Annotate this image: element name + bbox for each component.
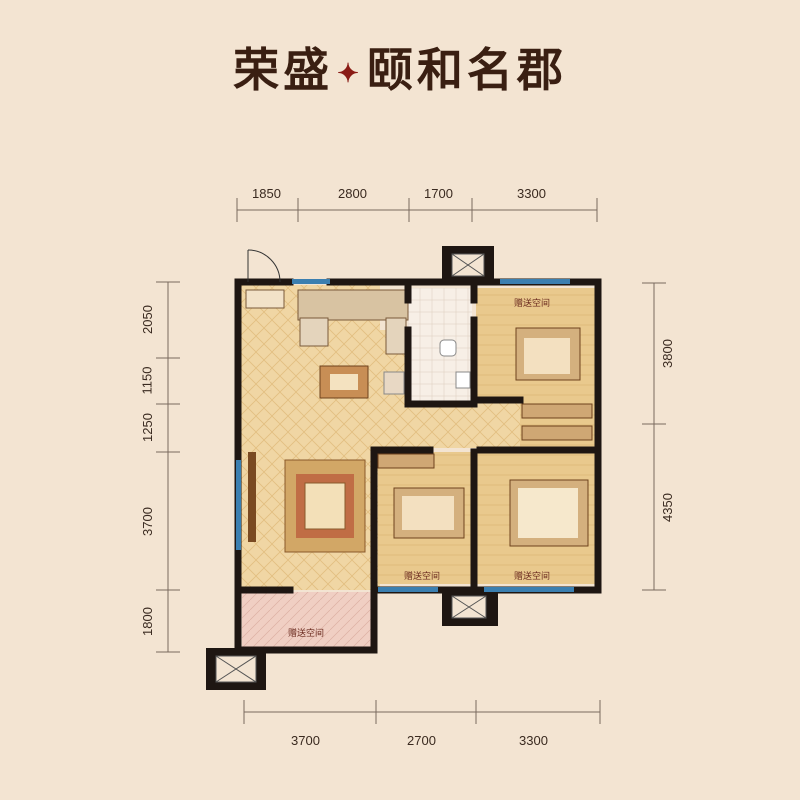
dim-top-1: 1850 <box>252 186 281 201</box>
dim-left-3: 1250 <box>139 413 155 442</box>
dim-bottom-1: 3700 <box>291 733 320 748</box>
dim-left-4: 3700 <box>139 507 155 536</box>
brand-name: 荣盛 <box>233 43 334 97</box>
bed-top <box>515 327 581 381</box>
dim-bottom-3: 3300 <box>519 733 548 748</box>
room-label-bedroom-top: 赠送空间 <box>514 299 551 309</box>
dining-table <box>319 365 369 399</box>
dim-left-1: 2050 <box>139 305 155 334</box>
balcony-floor <box>242 592 372 647</box>
kitchen-counter <box>245 289 409 355</box>
dim-top-3: 1700 <box>424 186 453 201</box>
dim-top-2: 2800 <box>338 186 367 201</box>
room-label-bedroom-mid: 赠送空间 <box>404 572 441 582</box>
room-label-master: 赠送空间 <box>514 572 551 582</box>
bed-master <box>509 479 589 547</box>
sofa-set <box>248 452 366 553</box>
project-name: 颐和名郡 <box>366 43 567 97</box>
dim-top-4: 3300 <box>517 186 546 201</box>
dim-right-1: 3800 <box>659 339 675 368</box>
dim-left-5: 1800 <box>139 607 155 636</box>
room-label-balcony: 赠送空间 <box>288 629 325 639</box>
wardrobe <box>377 403 593 469</box>
title-separator-icon: ✦ <box>337 59 363 89</box>
dim-bottom-2: 2700 <box>407 733 436 748</box>
dim-left-2: 1150 <box>139 366 155 395</box>
bathroom-fixtures <box>383 339 471 395</box>
page-title: 荣盛✦颐和名郡 <box>0 34 800 100</box>
dim-right-2: 4350 <box>659 493 675 522</box>
bed-mid <box>393 487 465 539</box>
